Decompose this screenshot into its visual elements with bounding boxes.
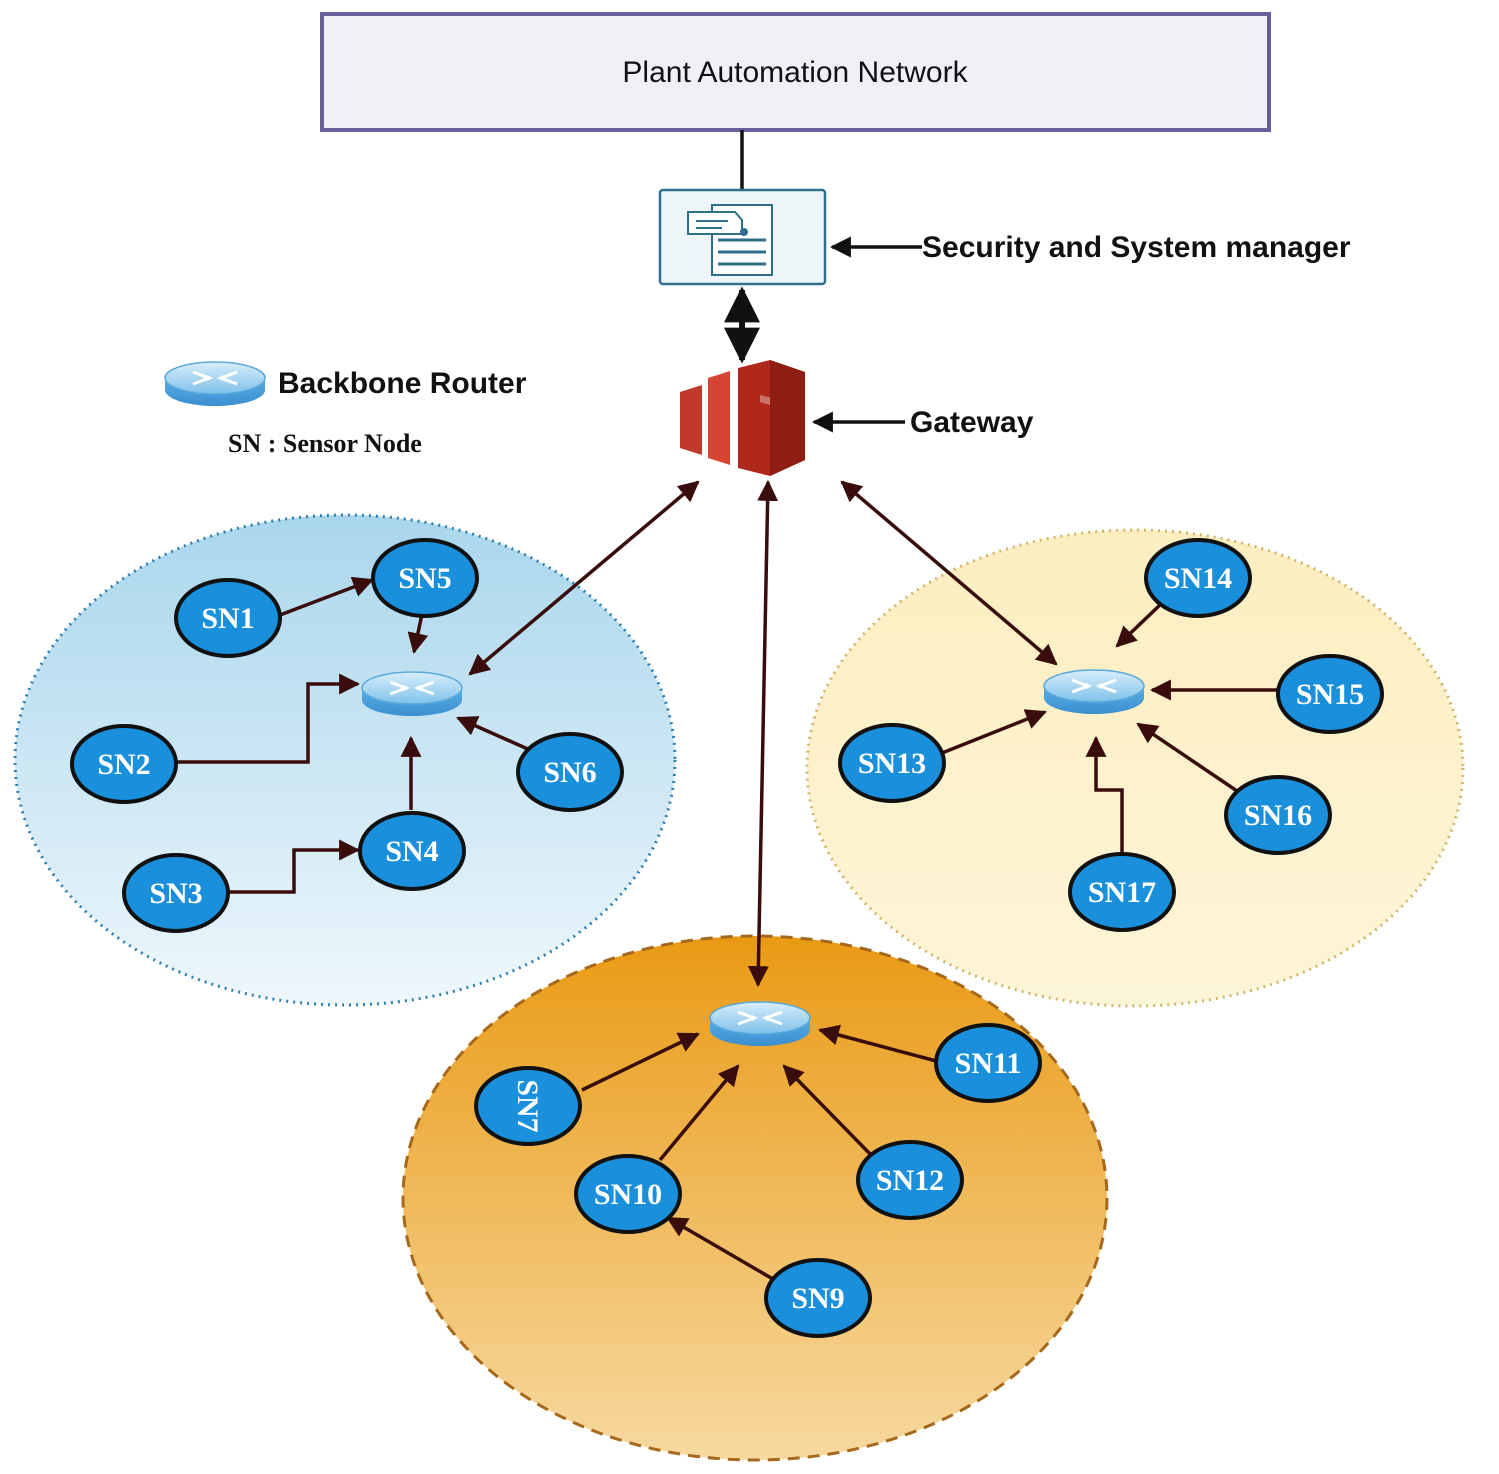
sensor-node-sn17: SN17: [1068, 852, 1176, 932]
network-title: Plant Automation Network: [622, 56, 968, 89]
sensor-node-label: SN4: [385, 835, 438, 868]
sensor-node-sn3: SN3: [122, 853, 230, 933]
sn10-router-link: [658, 1064, 740, 1162]
gateway-right-link: [840, 480, 1058, 666]
sensor-node-sn11: SN11: [934, 1023, 1042, 1103]
sn1-sn5-link: [279, 576, 374, 617]
sensor-node-label: SN13: [858, 747, 926, 780]
backbone-router-right: [1042, 668, 1146, 716]
sensor-node-circle: [474, 1066, 582, 1146]
sensor-node-circle: [174, 578, 282, 658]
sensor-node-sn13: SN13: [838, 723, 946, 803]
sensor-node-label: SN5: [398, 562, 451, 595]
legend-sn-label: SN : Sensor Node: [228, 429, 422, 458]
gateway-left-link: [468, 480, 700, 676]
sensor-node-sn5: SN5: [371, 538, 479, 618]
sensor-node-label: SN12: [876, 1164, 944, 1197]
sn11-router-link: [817, 1024, 941, 1064]
sensor-node-label: SN14: [1164, 562, 1232, 595]
sensor-node-circle: [358, 811, 466, 891]
backbone-router-left: [360, 670, 464, 718]
cluster-bottom: [401, 934, 1109, 1462]
sensor-node-label: SN6: [543, 756, 596, 789]
sensor-node-label: SN16: [1244, 799, 1312, 832]
manager-label: Security and System manager: [922, 231, 1351, 264]
sensor-node-circle: [70, 724, 178, 804]
sensor-node-sn4: SN4: [358, 811, 466, 891]
sn2-router-link: [176, 673, 361, 764]
gateway-label: Gateway: [910, 406, 1034, 439]
sensor-node-sn12: SN12: [856, 1140, 964, 1220]
sn17-router-link: [1085, 735, 1124, 855]
sensor-node-sn14: SN14: [1144, 538, 1252, 618]
plant-network-box: [320, 12, 1271, 132]
sensor-node-circle: [856, 1140, 964, 1220]
sn7-router-link: [581, 1032, 700, 1092]
sn14-router-link: [1115, 601, 1164, 648]
sensor-node-label: SN17: [1088, 876, 1156, 909]
sensor-node-circle: [516, 732, 624, 812]
sensor-node-circle: [1224, 775, 1332, 855]
sensor-node-circle: [1144, 538, 1252, 618]
sn16-router-link: [1136, 722, 1241, 795]
sensor-node-label: SN1: [201, 602, 254, 635]
sn12-router-link: [782, 1064, 876, 1160]
sn6-router-link: [456, 716, 531, 752]
sensor-node-label: SN11: [955, 1047, 1022, 1080]
sensor-node-sn16: SN16: [1224, 775, 1332, 855]
sensor-node-circle: [371, 538, 479, 618]
backbone-router-bottom: [708, 1000, 812, 1048]
sn3-sn4-link: [226, 839, 361, 894]
sensor-node-sn15: SN15: [1276, 654, 1384, 734]
sensor-node-circle: [838, 723, 946, 803]
sn5-router-link: [407, 613, 429, 655]
server-document-icon: [658, 188, 827, 286]
legend-router-label: Backbone Router: [278, 367, 527, 400]
sensor-node-label: SN10: [594, 1178, 662, 1211]
gateway-icon: [680, 360, 805, 476]
sensor-node-sn2: SN2: [70, 724, 178, 804]
sensor-node-circle: [1068, 852, 1176, 932]
sensor-node-circle: [574, 1154, 682, 1234]
sensor-node-sn9: SN9: [764, 1258, 872, 1338]
sensor-node-label: SN9: [791, 1282, 844, 1315]
sensor-node-circle: [934, 1023, 1042, 1103]
sensor-node-circle: [122, 853, 230, 933]
sensor-node-label: SN3: [149, 877, 202, 910]
sn9-sn10-link: [666, 1216, 779, 1284]
sensor-node-label: SN2: [97, 748, 150, 781]
gateway-bottom-link: [747, 479, 779, 988]
sensor-node-circle: [1276, 654, 1384, 734]
sensor-node-sn7: SN7: [474, 1066, 582, 1146]
sensor-node-sn1: SN1: [174, 578, 282, 658]
sensor-node-sn6: SN6: [516, 732, 624, 812]
sensor-node-label: SN7: [511, 1079, 544, 1132]
sensor-node-label: SN15: [1296, 678, 1364, 711]
sn13-router-link: [941, 709, 1047, 755]
router-icon: [163, 360, 267, 408]
sensor-node-circle: [764, 1258, 872, 1338]
sensor-node-sn10: SN10: [574, 1154, 682, 1234]
